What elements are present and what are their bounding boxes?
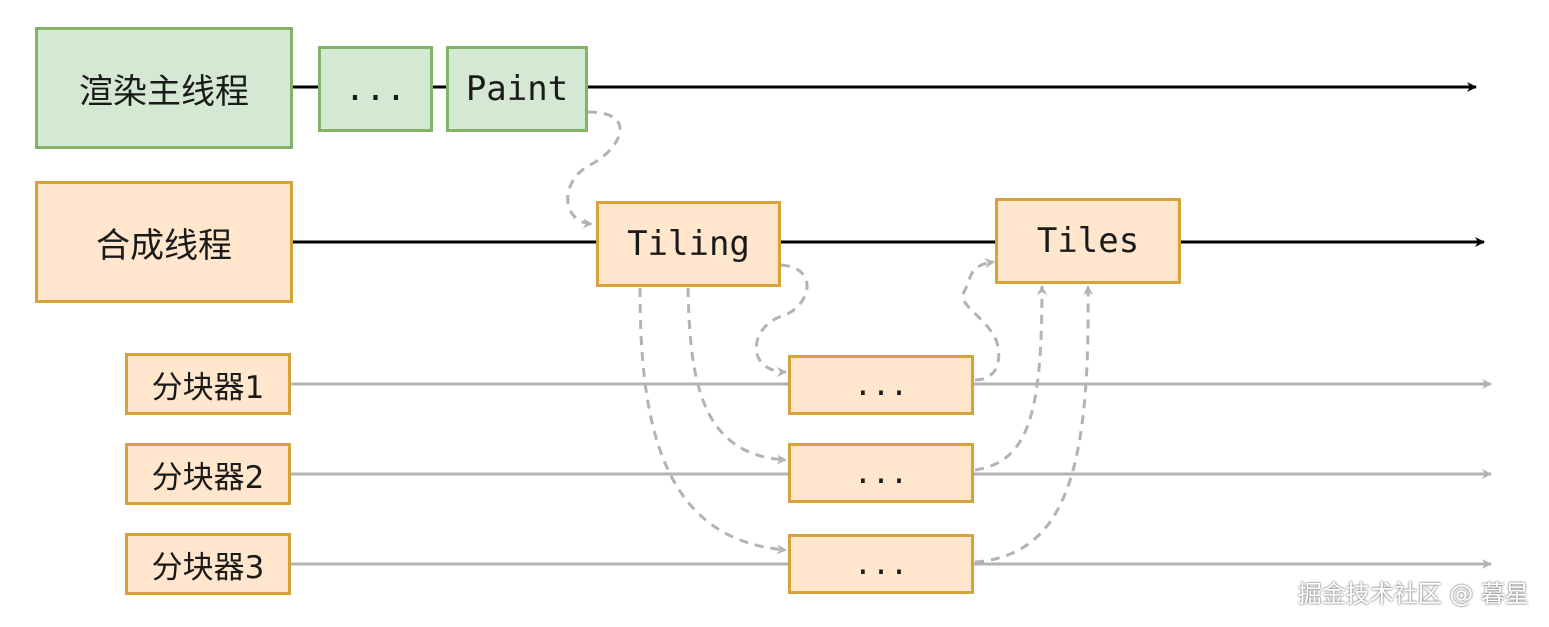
tiler-1-label: 分块器1: [125, 353, 291, 415]
tiler-3-task: ...: [788, 534, 974, 594]
tiler-3-label: 分块器3: [125, 533, 291, 595]
tiler-3-task-text: ...: [853, 546, 909, 582]
paint-task: Paint: [446, 46, 588, 132]
tiling-to-tiler2-arrow: [686, 287, 787, 465]
main-thread-label-text: 渲染主线程: [79, 71, 249, 112]
tiling-task: Tiling: [596, 201, 781, 287]
tiler-timelines: [290, 379, 1492, 569]
paint-to-tiling-arrow: [566, 110, 622, 229]
main-thread-label: 渲染主线程: [35, 27, 293, 149]
watermark: 掘金技术社区 @ 暮星: [1297, 580, 1529, 608]
compositor-thread-label-text: 合成线程: [96, 225, 232, 266]
tiler-1-task-text: ...: [853, 367, 909, 403]
dashed-flow-arrows: [566, 110, 1094, 564]
tiler-2-task: ...: [788, 443, 974, 503]
main-thread-ellipsis-text: ...: [344, 69, 407, 109]
tiler2-to-tiles-arrow: [974, 285, 1047, 472]
tiler-2-task-text: ...: [853, 455, 909, 491]
tiles-task-text: Tiles: [1036, 221, 1140, 261]
tiler3-to-tiles-arrow: [974, 285, 1094, 564]
tiler1-to-tiles-arrow: [961, 258, 1001, 382]
paint-task-text: Paint: [465, 69, 569, 109]
compositor-thread-label: 合成线程: [35, 181, 293, 303]
tiler-2-label: 分块器2: [125, 443, 291, 505]
tiler-2-label-text: 分块器2: [151, 459, 265, 496]
tiling-to-tiler3-arrow: [638, 287, 787, 555]
main-thread-ellipsis-task: ...: [318, 46, 433, 132]
tiler-1-task: ...: [788, 355, 974, 415]
tiling-task-text: Tiling: [627, 224, 750, 264]
tiler-1-label-text: 分块器1: [151, 369, 265, 406]
tiles-task: Tiles: [995, 198, 1181, 284]
tiler-3-label-text: 分块器3: [151, 549, 265, 586]
